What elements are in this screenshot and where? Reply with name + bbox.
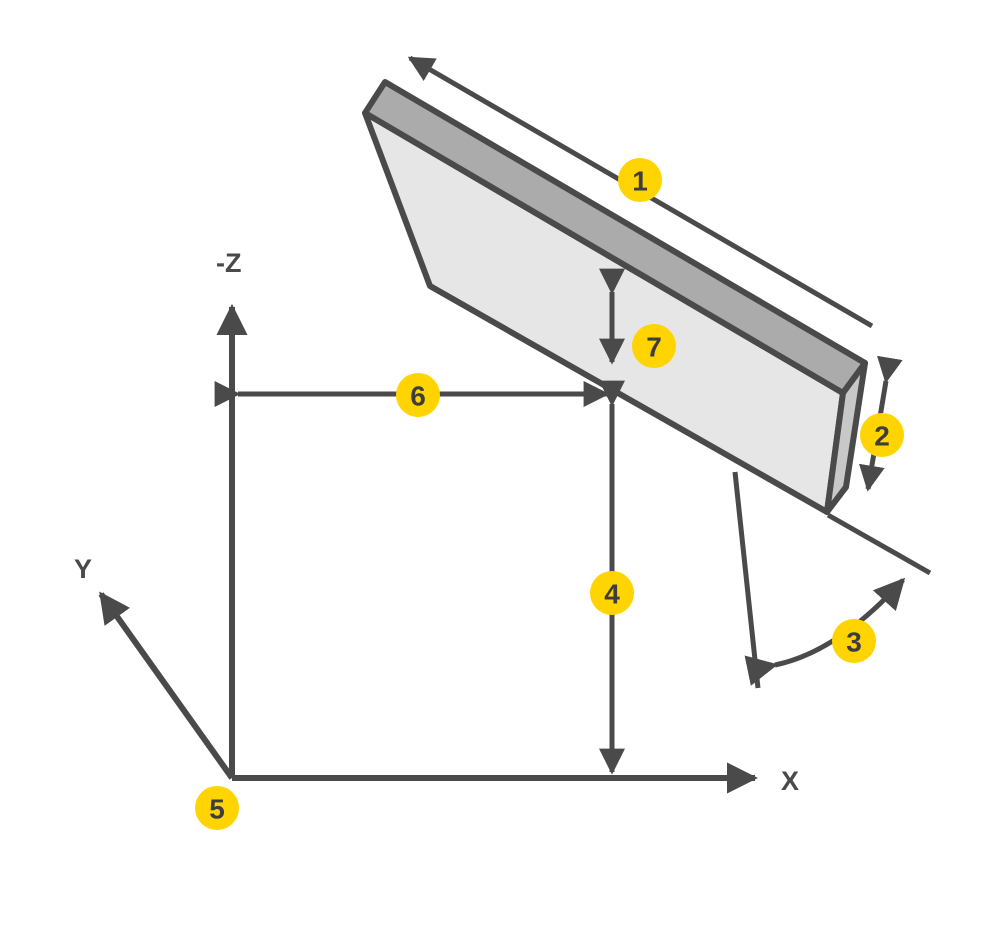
callout-4-circle xyxy=(590,571,634,615)
callout-3-circle xyxy=(832,619,876,663)
z-axis-label: -Z xyxy=(216,248,241,278)
callout-badge-6[interactable]: 6 xyxy=(396,373,440,417)
callout-2-label: 2 xyxy=(874,421,890,452)
callout-7-circle xyxy=(632,324,676,368)
callout-5-label: 5 xyxy=(209,794,225,825)
callout-badge-4[interactable]: 4 xyxy=(590,571,634,615)
callout-2-circle xyxy=(860,413,904,457)
callout-badge-3[interactable]: 3 xyxy=(832,619,876,663)
y-axis-label: Y xyxy=(74,554,92,584)
callout-badge-2[interactable]: 2 xyxy=(860,413,904,457)
callout-5-circle xyxy=(195,786,239,830)
x-axis-label: X xyxy=(781,766,799,796)
beam-end-face xyxy=(824,360,868,515)
callout-badges: 1 2 3 4 5 6 xyxy=(195,158,904,830)
callout-badge-5[interactable]: 5 xyxy=(195,786,239,830)
callout-4-label: 4 xyxy=(604,579,620,610)
callout-badge-7[interactable]: 7 xyxy=(632,324,676,368)
callout-6-circle xyxy=(396,373,440,417)
callout-badge-1[interactable]: 1 xyxy=(618,158,662,202)
callout-3-label: 3 xyxy=(846,627,862,658)
callout-7-label: 7 xyxy=(646,332,662,363)
y-axis-line xyxy=(98,591,235,780)
angle-reference-line-upper xyxy=(826,512,932,576)
beam-solid xyxy=(362,79,868,515)
angle-reference-line-lower xyxy=(732,471,761,689)
coordinate-axes: X -Z Y xyxy=(74,248,799,796)
callout-6-label: 6 xyxy=(410,381,426,412)
callout-1-circle xyxy=(618,158,662,202)
callout-1-label: 1 xyxy=(632,166,648,197)
